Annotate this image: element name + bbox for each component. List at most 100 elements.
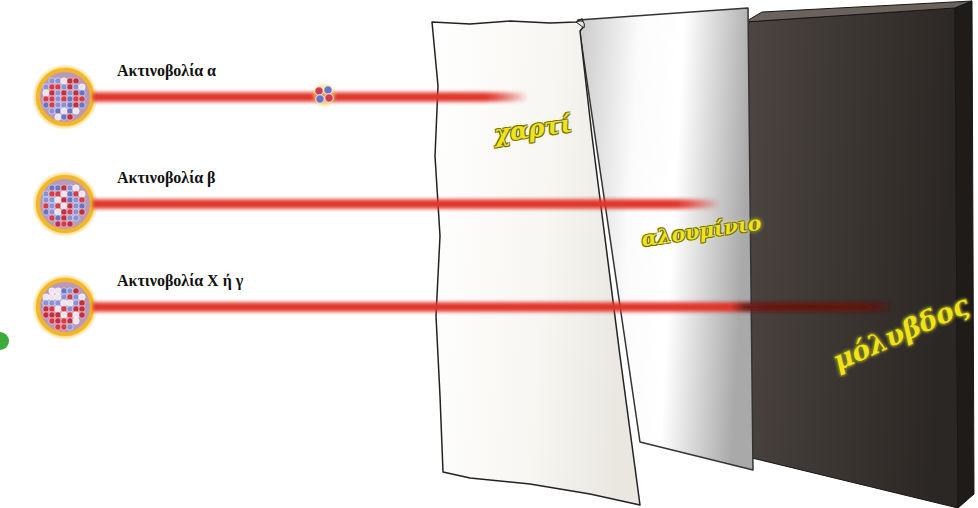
nucleon	[79, 102, 85, 108]
nucleon	[73, 300, 79, 306]
nucleon	[61, 108, 67, 114]
nucleon	[316, 95, 324, 103]
nucleon	[67, 300, 73, 306]
nucleon	[55, 306, 61, 312]
nucleon	[55, 312, 61, 318]
radiation-name: Ακτινοβολία β	[117, 168, 216, 187]
nucleon	[61, 221, 67, 227]
nucleon	[55, 84, 61, 90]
radiation-source	[32, 274, 98, 340]
nucleon	[55, 114, 61, 120]
nucleon	[79, 90, 85, 96]
nucleon	[43, 197, 49, 203]
alpha-particle	[313, 84, 335, 106]
nucleon	[79, 197, 85, 203]
nucleon	[49, 102, 55, 108]
nucleon	[315, 87, 323, 95]
nucleon	[55, 185, 61, 191]
paper-sheet: χαρτί	[430, 16, 645, 508]
nucleon	[49, 312, 55, 318]
radiation-beam-glow	[93, 198, 720, 210]
nucleon	[55, 209, 61, 215]
nucleon	[49, 185, 55, 191]
nucleon	[61, 209, 67, 215]
radiation-name: Ακτινοβολία α	[117, 61, 216, 80]
nucleon	[67, 114, 73, 120]
nucleon	[73, 78, 79, 84]
nucleon	[43, 306, 49, 312]
nucleon	[79, 312, 85, 318]
nucleon	[49, 191, 55, 197]
nucleon	[61, 102, 67, 108]
source-body	[38, 280, 92, 334]
nucleon	[49, 203, 55, 209]
nucleon	[67, 90, 73, 96]
nucleon	[73, 197, 79, 203]
nucleon	[49, 90, 55, 96]
sheet-face	[955, 1, 974, 508]
nucleon	[61, 312, 67, 318]
nucleon	[49, 306, 55, 312]
nucleon	[61, 90, 67, 96]
nucleon	[43, 209, 49, 215]
nucleon	[79, 96, 85, 102]
nucleon	[61, 324, 67, 330]
nucleon	[49, 215, 55, 221]
nucleon	[55, 294, 61, 300]
nucleon	[67, 221, 73, 227]
radiation-beam	[93, 201, 720, 208]
nucleon	[67, 318, 73, 324]
nucleon	[67, 312, 73, 318]
nucleon	[43, 84, 49, 90]
sheet-outline	[430, 16, 645, 508]
nucleon	[67, 203, 73, 209]
nucleon	[73, 312, 79, 318]
radiation-beam	[93, 304, 890, 311]
nucleon	[73, 306, 79, 312]
nucleon	[73, 294, 79, 300]
nucleon	[55, 78, 61, 84]
nucleon	[61, 300, 67, 306]
nucleon	[61, 294, 67, 300]
source-body	[38, 177, 92, 231]
label-holder: Ακτινοβολία α	[117, 61, 216, 80]
nucleon	[67, 191, 73, 197]
nucleon	[61, 197, 67, 203]
nucleon	[79, 191, 85, 197]
source-glow	[32, 171, 98, 237]
nucleon	[61, 306, 67, 312]
edge-mark	[0, 332, 9, 350]
sheet-face	[745, 1, 972, 22]
nucleon	[73, 191, 79, 197]
nucleon	[49, 300, 55, 306]
nucleon	[43, 102, 49, 108]
nucleon	[61, 191, 67, 197]
nucleon	[324, 86, 332, 94]
nucleon	[79, 294, 85, 300]
nucleon	[73, 215, 79, 221]
nucleon	[49, 108, 55, 114]
nucleon	[67, 102, 73, 108]
source-glow	[32, 64, 98, 130]
nucleon	[325, 94, 333, 102]
radiation-source	[32, 171, 98, 237]
nucleon	[79, 203, 85, 209]
nucleon	[67, 185, 73, 191]
nucleon	[79, 300, 85, 306]
label-holder: Ακτινοβολία Χ ή γ	[117, 271, 243, 290]
sheet-outline	[740, 0, 976, 508]
nucleon	[55, 203, 61, 209]
nucleon	[55, 96, 61, 102]
nucleon	[73, 318, 79, 324]
nucleon	[67, 78, 73, 84]
nucleon	[61, 96, 67, 102]
nucleon	[49, 78, 55, 84]
nucleon	[73, 209, 79, 215]
nucleon	[79, 84, 85, 90]
nucleon	[73, 102, 79, 108]
nucleon	[61, 318, 67, 324]
nucleon	[67, 306, 73, 312]
nucleon	[61, 185, 67, 191]
nucleon	[43, 90, 49, 96]
